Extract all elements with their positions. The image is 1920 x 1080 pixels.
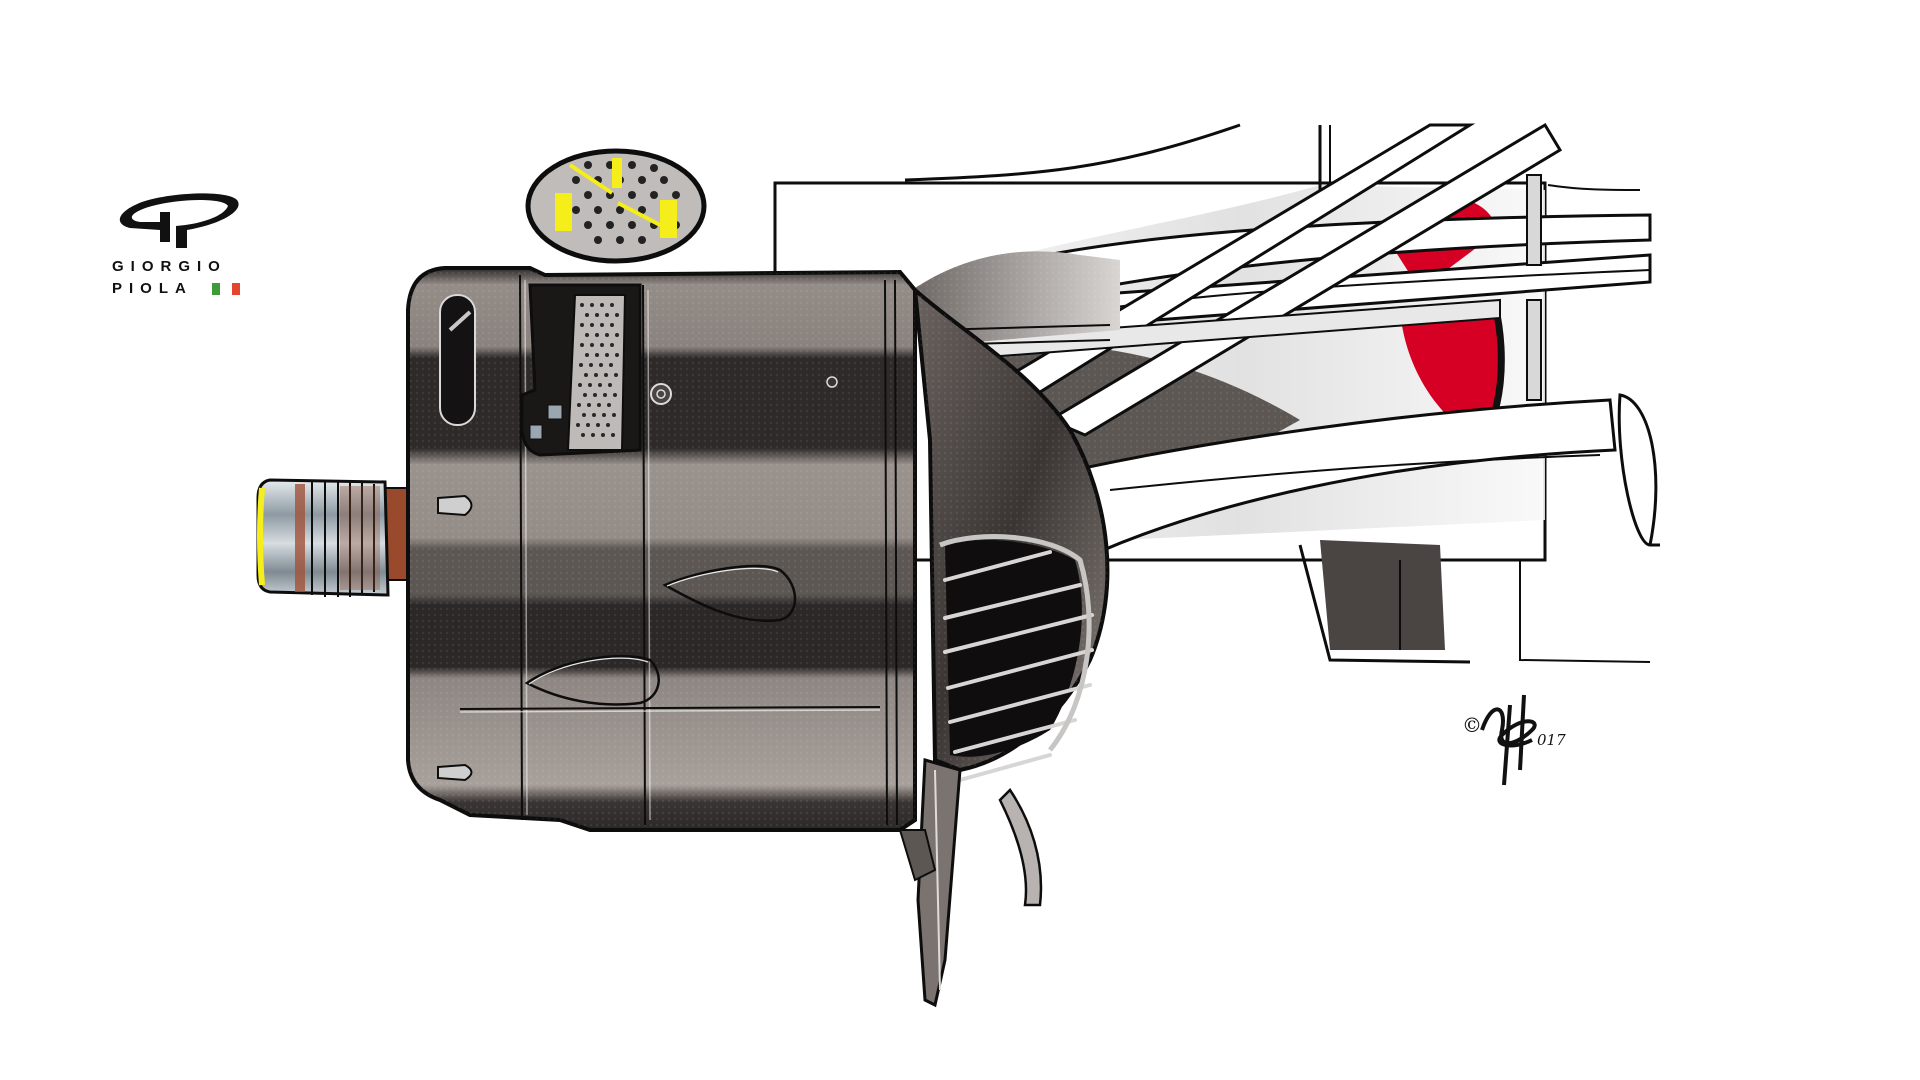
teardrop-vents <box>524 564 797 706</box>
logo-line-1: GIORGIO <box>112 258 227 275</box>
drum-tabs <box>437 494 473 782</box>
giorgio-piola-logo: GIORGIO PIOLA <box>112 188 247 298</box>
signature-year: 017 <box>1537 731 1566 749</box>
drum-bolts <box>650 376 838 405</box>
flag-white <box>222 283 230 295</box>
upright-strut <box>1526 174 1641 401</box>
lower-wishbone <box>1028 393 1660 573</box>
carbon-mount-arm <box>905 251 1120 346</box>
axle-stub <box>256 478 414 597</box>
diagonal-arm-2 <box>1046 122 1563 437</box>
inlet-scoop <box>912 285 1110 782</box>
artist-signature: © 017 <box>1462 694 1566 786</box>
gp-monogram-icon <box>119 193 239 248</box>
scoop-slats <box>943 550 1094 782</box>
inset-detail <box>525 148 707 264</box>
brake-drum <box>406 266 917 832</box>
flag-green <box>212 283 220 295</box>
drum-slot <box>439 294 476 426</box>
scoop-lower-fin <box>898 758 1043 1008</box>
logo-line-2: PIOLA <box>112 280 193 297</box>
flag-red <box>232 283 240 295</box>
perforated-mesh-window <box>520 283 642 457</box>
svg-text:©: © <box>1462 713 1482 737</box>
